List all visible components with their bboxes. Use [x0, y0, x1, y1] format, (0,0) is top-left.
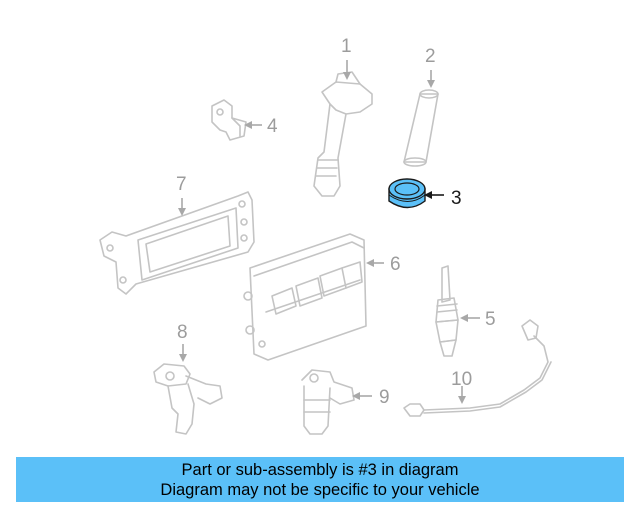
part-10-oxygen-sensor[interactable] — [403, 319, 552, 417]
callout-9-label[interactable]: 9 — [379, 387, 390, 408]
part-6-control-module[interactable] — [243, 233, 367, 361]
part-2-coil-tube[interactable] — [403, 89, 439, 167]
callout-9-arrow — [352, 392, 360, 400]
parts-diagram: 1 2 3 4 5 6 7 8 9 10 — [99, 36, 552, 435]
callout-4-label[interactable]: 4 — [267, 116, 278, 137]
callout-1-label[interactable]: 1 — [341, 36, 352, 57]
info-banner: Part or sub-assembly is #3 in diagram Di… — [16, 457, 624, 502]
part-1-ignition-coil[interactable] — [313, 71, 373, 197]
callout-3-label[interactable]: 3 — [451, 188, 462, 209]
banner-line-disclaimer: Diagram may not be specific to your vehi… — [160, 481, 480, 499]
part-9-sensor[interactable] — [301, 369, 355, 435]
callout-8-arrow — [179, 354, 187, 362]
part-7-bracket[interactable] — [99, 191, 255, 295]
callout-6-arrow — [366, 259, 374, 267]
callout-2-label[interactable]: 2 — [425, 46, 436, 67]
callout-3-arrow — [424, 191, 432, 199]
callout-8-label[interactable]: 8 — [177, 322, 188, 343]
part-4-sensor[interactable] — [211, 99, 247, 141]
banner-line-part-ref: Part or sub-assembly is #3 in diagram — [181, 461, 459, 479]
callout-6-label[interactable]: 6 — [390, 254, 401, 275]
callout-7-label[interactable]: 7 — [176, 174, 187, 195]
callout-4-arrow — [244, 121, 252, 129]
part-8-sensor[interactable] — [153, 363, 223, 435]
callout-5-label[interactable]: 5 — [485, 309, 496, 330]
part-5-spark-plug[interactable] — [435, 265, 459, 357]
part-3-seal[interactable] — [388, 178, 426, 209]
callout-5-arrow — [460, 314, 468, 322]
callout-10-arrow — [458, 396, 466, 404]
callout-7-arrow — [178, 208, 186, 216]
callout-1-arrow — [343, 72, 351, 80]
callout-10-label[interactable]: 10 — [451, 369, 472, 390]
callout-2-arrow — [427, 80, 435, 88]
